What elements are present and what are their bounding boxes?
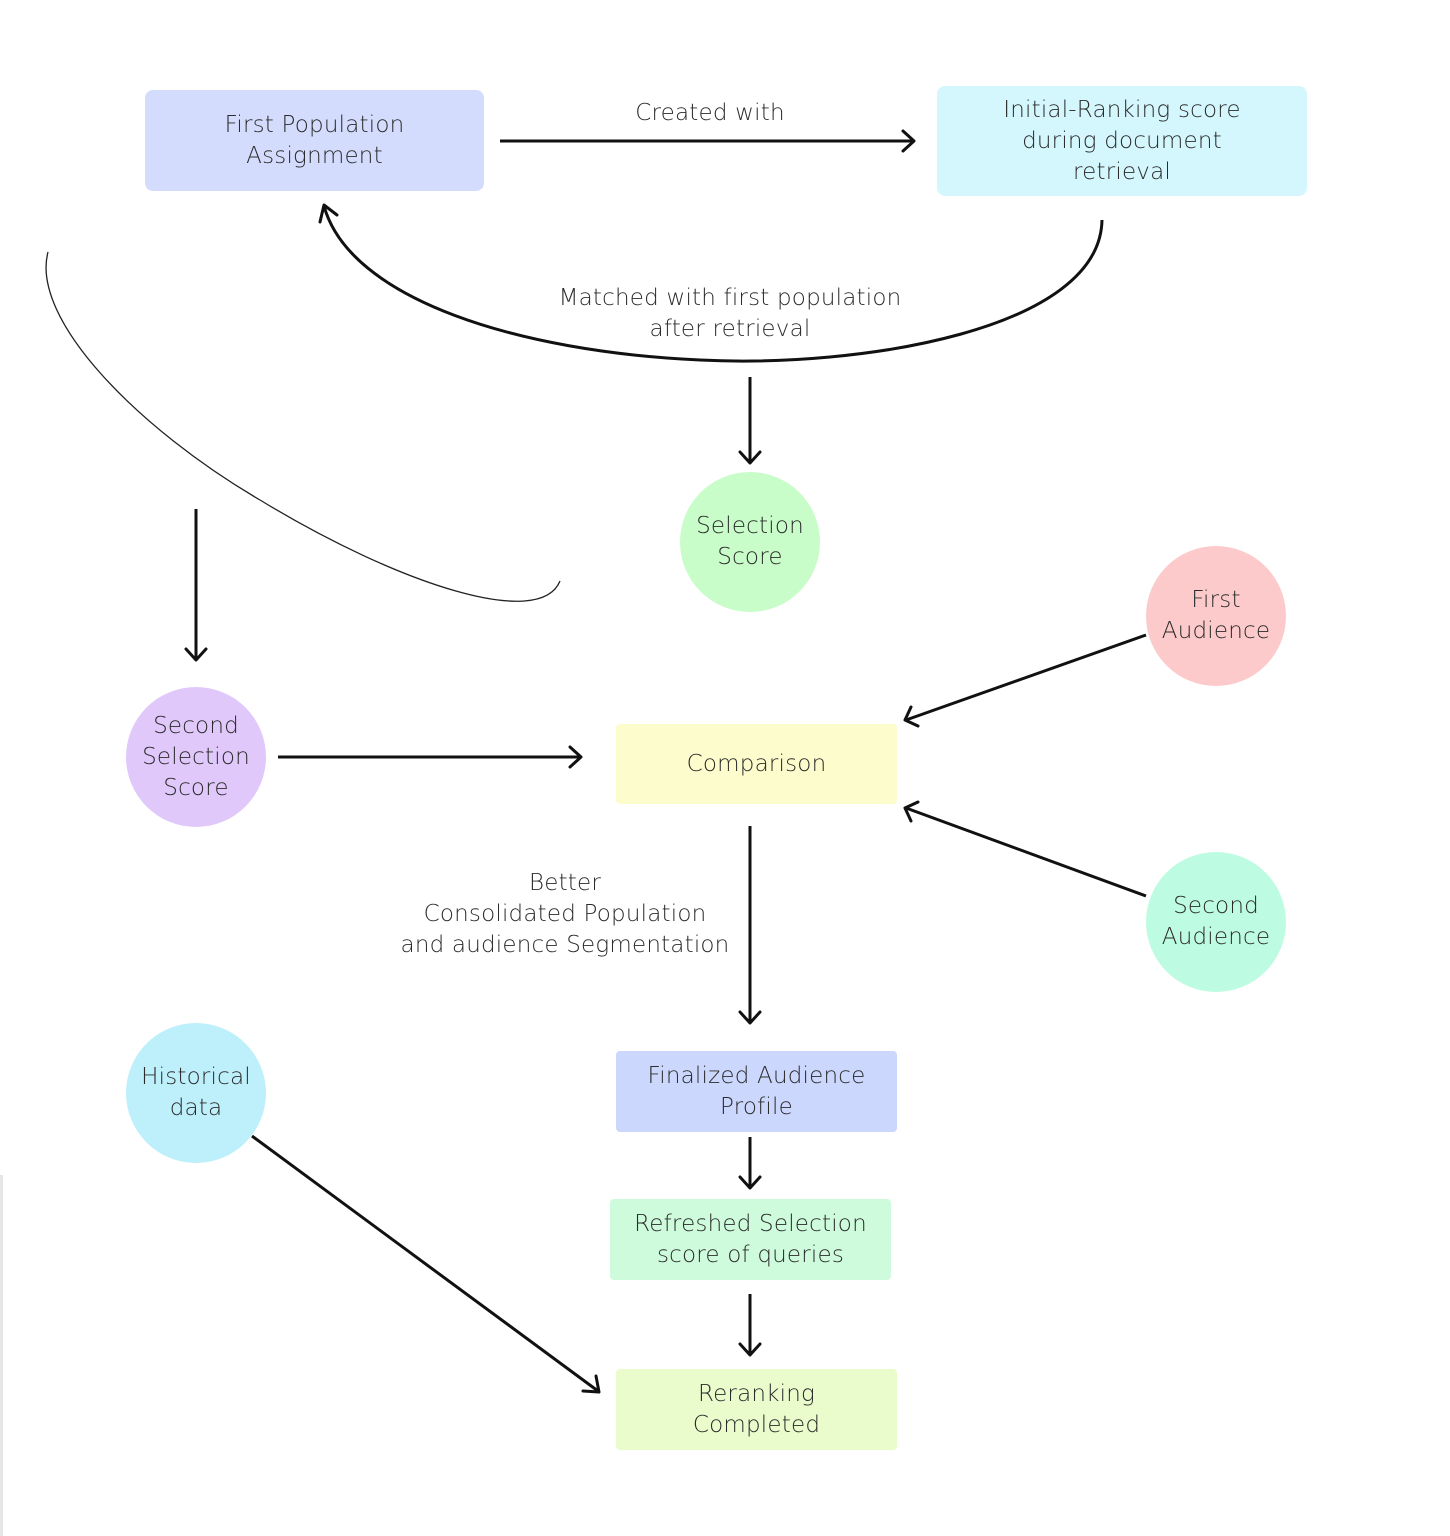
node-refreshed-selection-score: Refreshed Selection score of queries: [610, 1199, 891, 1280]
node-initial-ranking-score: Initial-Ranking score during document re…: [937, 86, 1307, 196]
node-first-audience-label: First Audience: [1161, 587, 1271, 644]
edge-first-audience-to-comparison: [905, 633, 1147, 722]
arrowhead-created-with: [901, 129, 916, 153]
arrowhead-second-score-to-comparison: [568, 745, 583, 769]
node-first-audience: First Audience: [1146, 546, 1286, 686]
node-refreshed-selection-label: Refreshed Selection score of queries: [634, 1210, 867, 1268]
node-reranking-completed-label: Reranking Completed: [692, 1380, 821, 1438]
arrowhead-finalized-to-refreshed: [738, 1175, 762, 1190]
node-comparison-label: Comparison: [686, 750, 827, 777]
node-comparison: Comparison: [616, 724, 897, 804]
edge-second-audience-to-comparison: [905, 806, 1147, 898]
left-edge-stripe: [0, 1175, 3, 1536]
node-initial-ranking-label: Initial-Ranking score during document re…: [1003, 96, 1241, 185]
node-second-selection-score: Second Selection Score: [126, 687, 266, 827]
decorative-thin-curve: [45, 251, 561, 602]
edge-label-better-consolidated: Better Consolidated Population and audie…: [400, 870, 730, 958]
node-reranking-completed: Reranking Completed: [616, 1369, 897, 1450]
arrowhead-to-selection-score: [738, 450, 762, 465]
arrowhead-historical-to-reranking: [581, 1374, 601, 1394]
arrowhead-refreshed-to-reranking: [738, 1342, 762, 1357]
node-second-audience: Second Audience: [1146, 852, 1286, 992]
node-first-population-assignment: First Population Assignment: [145, 90, 484, 191]
edge-label-created-with: Created with: [635, 100, 785, 126]
node-selection-score: Selection Score: [680, 472, 820, 612]
arrowhead-matched-with: [318, 203, 339, 224]
arrowhead-to-second-selection-score: [184, 647, 208, 662]
arrowhead-second-audience-to-comparison: [903, 800, 920, 823]
node-historical-data-label: Historical data: [141, 1064, 251, 1121]
node-second-selection-score-label: Second Selection Score: [142, 712, 250, 801]
arrowhead-comparison-to-finalized: [738, 1010, 762, 1025]
node-second-audience-label: Second Audience: [1161, 893, 1271, 950]
node-historical-data: Historical data: [126, 1023, 266, 1163]
arrowhead-first-audience-to-comparison: [903, 705, 920, 728]
edge-matched-with: [322, 205, 1104, 363]
node-finalized-profile-label: Finalized Audience Profile: [647, 1062, 866, 1120]
edge-historical-to-reranking: [251, 1134, 599, 1393]
node-selection-score-label: Selection Score: [696, 513, 804, 570]
node-first-population-label: First Population Assignment: [224, 111, 405, 169]
edge-label-matched-with: Matched with first population after retr…: [558, 285, 902, 342]
node-finalized-audience-profile: Finalized Audience Profile: [616, 1051, 897, 1132]
